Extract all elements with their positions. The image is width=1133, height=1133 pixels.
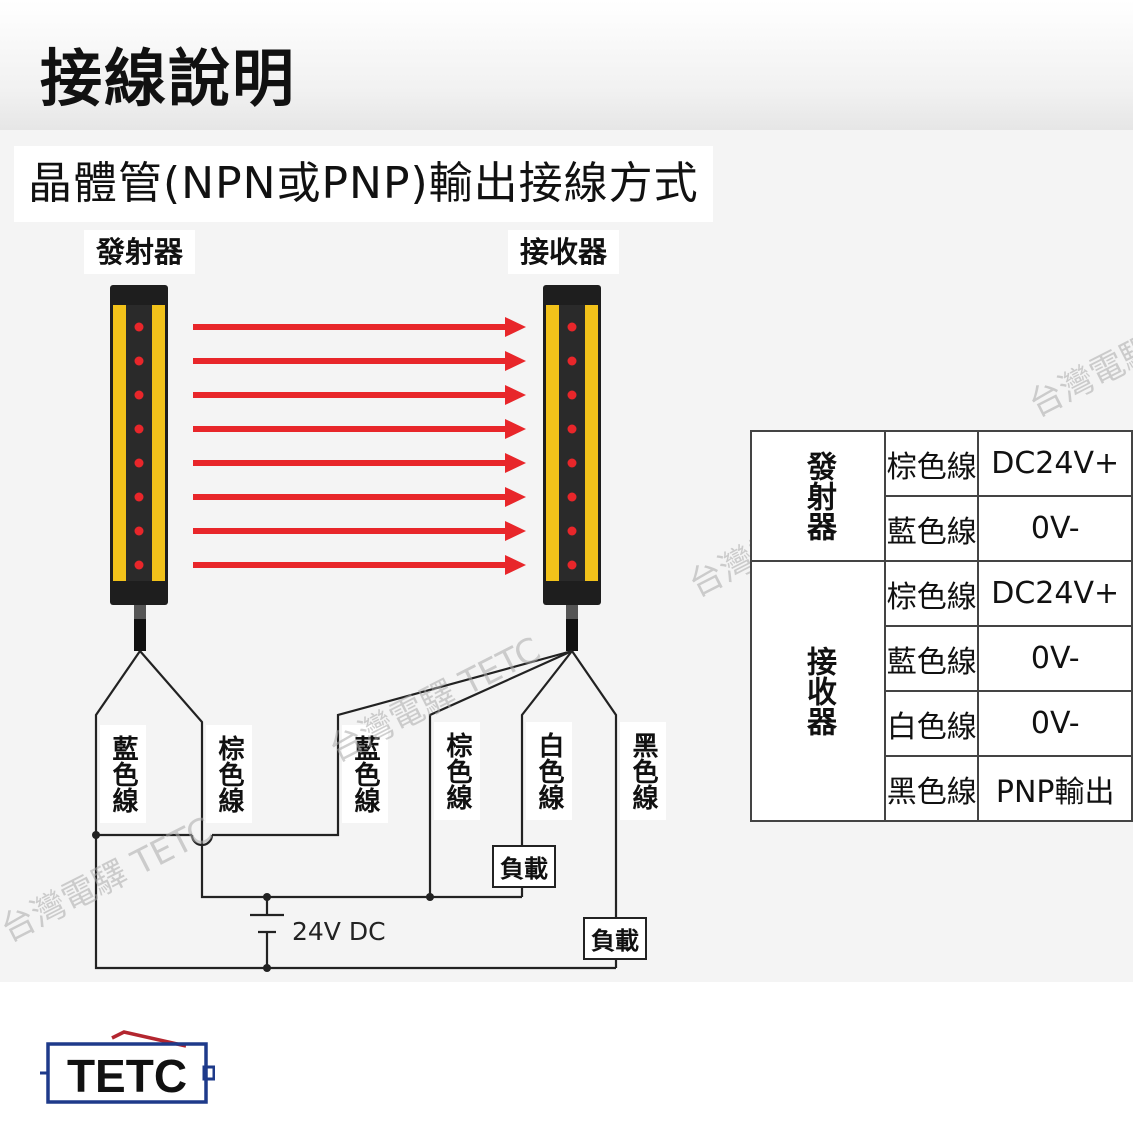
led-dot xyxy=(134,322,144,332)
led-dot xyxy=(134,492,144,502)
led-dot xyxy=(134,390,144,400)
supply-label: 24V DC xyxy=(292,917,386,946)
load-white: 負載 xyxy=(492,845,556,888)
table-wire: 棕色線 xyxy=(883,430,980,497)
tetc-logo: TETC xyxy=(40,1030,215,1104)
table-group-receiver: 接收器 xyxy=(750,560,886,822)
led-dot xyxy=(134,424,144,434)
beam-arrow-icon xyxy=(505,419,526,439)
wiring-spec-table: 發射器 棕色線 DC24V+ 藍色線 0V- 接收器 棕色線 DC24V+ 藍色… xyxy=(750,430,1133,822)
led-dot xyxy=(567,526,577,536)
wire-emitter-blue xyxy=(94,650,616,970)
receiver-leds xyxy=(567,322,577,570)
junction-dots xyxy=(92,831,434,972)
table-value: DC24V+ xyxy=(977,430,1133,497)
beam-arrow-icon xyxy=(505,317,526,337)
label-receiver-white: 白色線 xyxy=(526,722,572,820)
label-emitter-blue: 藍色線 xyxy=(100,725,146,823)
beam-arrow-icon xyxy=(505,555,526,575)
receiver-device xyxy=(543,285,601,651)
beam-arrow-icon xyxy=(505,351,526,371)
table-value: DC24V+ xyxy=(977,560,1133,627)
battery-symbol xyxy=(250,913,284,934)
table-wire: 藍色線 xyxy=(883,495,980,562)
led-dot xyxy=(567,322,577,332)
led-dot xyxy=(567,390,577,400)
table-wire: 黑色線 xyxy=(883,755,980,822)
led-dot xyxy=(134,526,144,536)
receiver-label: 接收器 xyxy=(508,230,620,274)
emitter-label: 發射器 xyxy=(84,230,196,274)
wire-receiver-black xyxy=(571,650,618,968)
subtitle: 晶體管(NPN或PNP)輸出接線方式 xyxy=(14,146,713,222)
led-dot xyxy=(567,424,577,434)
beam-arrow-icon xyxy=(505,453,526,473)
table-value: PNP輸出 xyxy=(977,755,1133,822)
table-value: 0V- xyxy=(977,625,1133,692)
label-receiver-blue: 藍色線 xyxy=(342,725,388,823)
emitter-device xyxy=(110,285,168,651)
logo-accent-icon xyxy=(111,1030,187,1048)
beam-arrow-icon xyxy=(505,487,526,507)
table-wire: 棕色線 xyxy=(883,560,980,627)
led-dot xyxy=(567,458,577,468)
light-beams xyxy=(193,317,526,575)
table-group-emitter: 發射器 xyxy=(750,430,886,562)
page-title: 接線說明 xyxy=(40,42,297,115)
wire-receiver-blue xyxy=(212,649,573,837)
led-dot xyxy=(134,356,144,366)
label-emitter-brown: 棕色線 xyxy=(206,725,252,823)
table-value: 0V- xyxy=(977,495,1133,562)
table-wire: 藍色線 xyxy=(883,625,980,692)
led-dot xyxy=(567,560,577,570)
led-dot xyxy=(134,560,144,570)
wires xyxy=(94,649,618,970)
header-bar: 接線說明 xyxy=(0,0,1133,130)
led-dot xyxy=(134,458,144,468)
led-dot xyxy=(567,492,577,502)
beam-arrow-icon xyxy=(505,521,526,541)
table-wire: 白色線 xyxy=(883,690,980,757)
label-receiver-brown: 棕色線 xyxy=(434,722,480,820)
wire-receiver-white xyxy=(520,650,573,897)
emitter-leds xyxy=(134,322,144,570)
load-black: 負載 xyxy=(583,917,647,960)
label-receiver-black: 黑色線 xyxy=(620,722,666,820)
logo-text: TETC xyxy=(67,1050,187,1102)
wire-receiver-brown xyxy=(428,649,573,897)
table-value: 0V- xyxy=(977,690,1133,757)
wire-emitter-brown xyxy=(139,650,522,899)
wire-crossover xyxy=(190,834,214,847)
led-dot xyxy=(567,356,577,366)
beam-arrow-icon xyxy=(505,385,526,405)
